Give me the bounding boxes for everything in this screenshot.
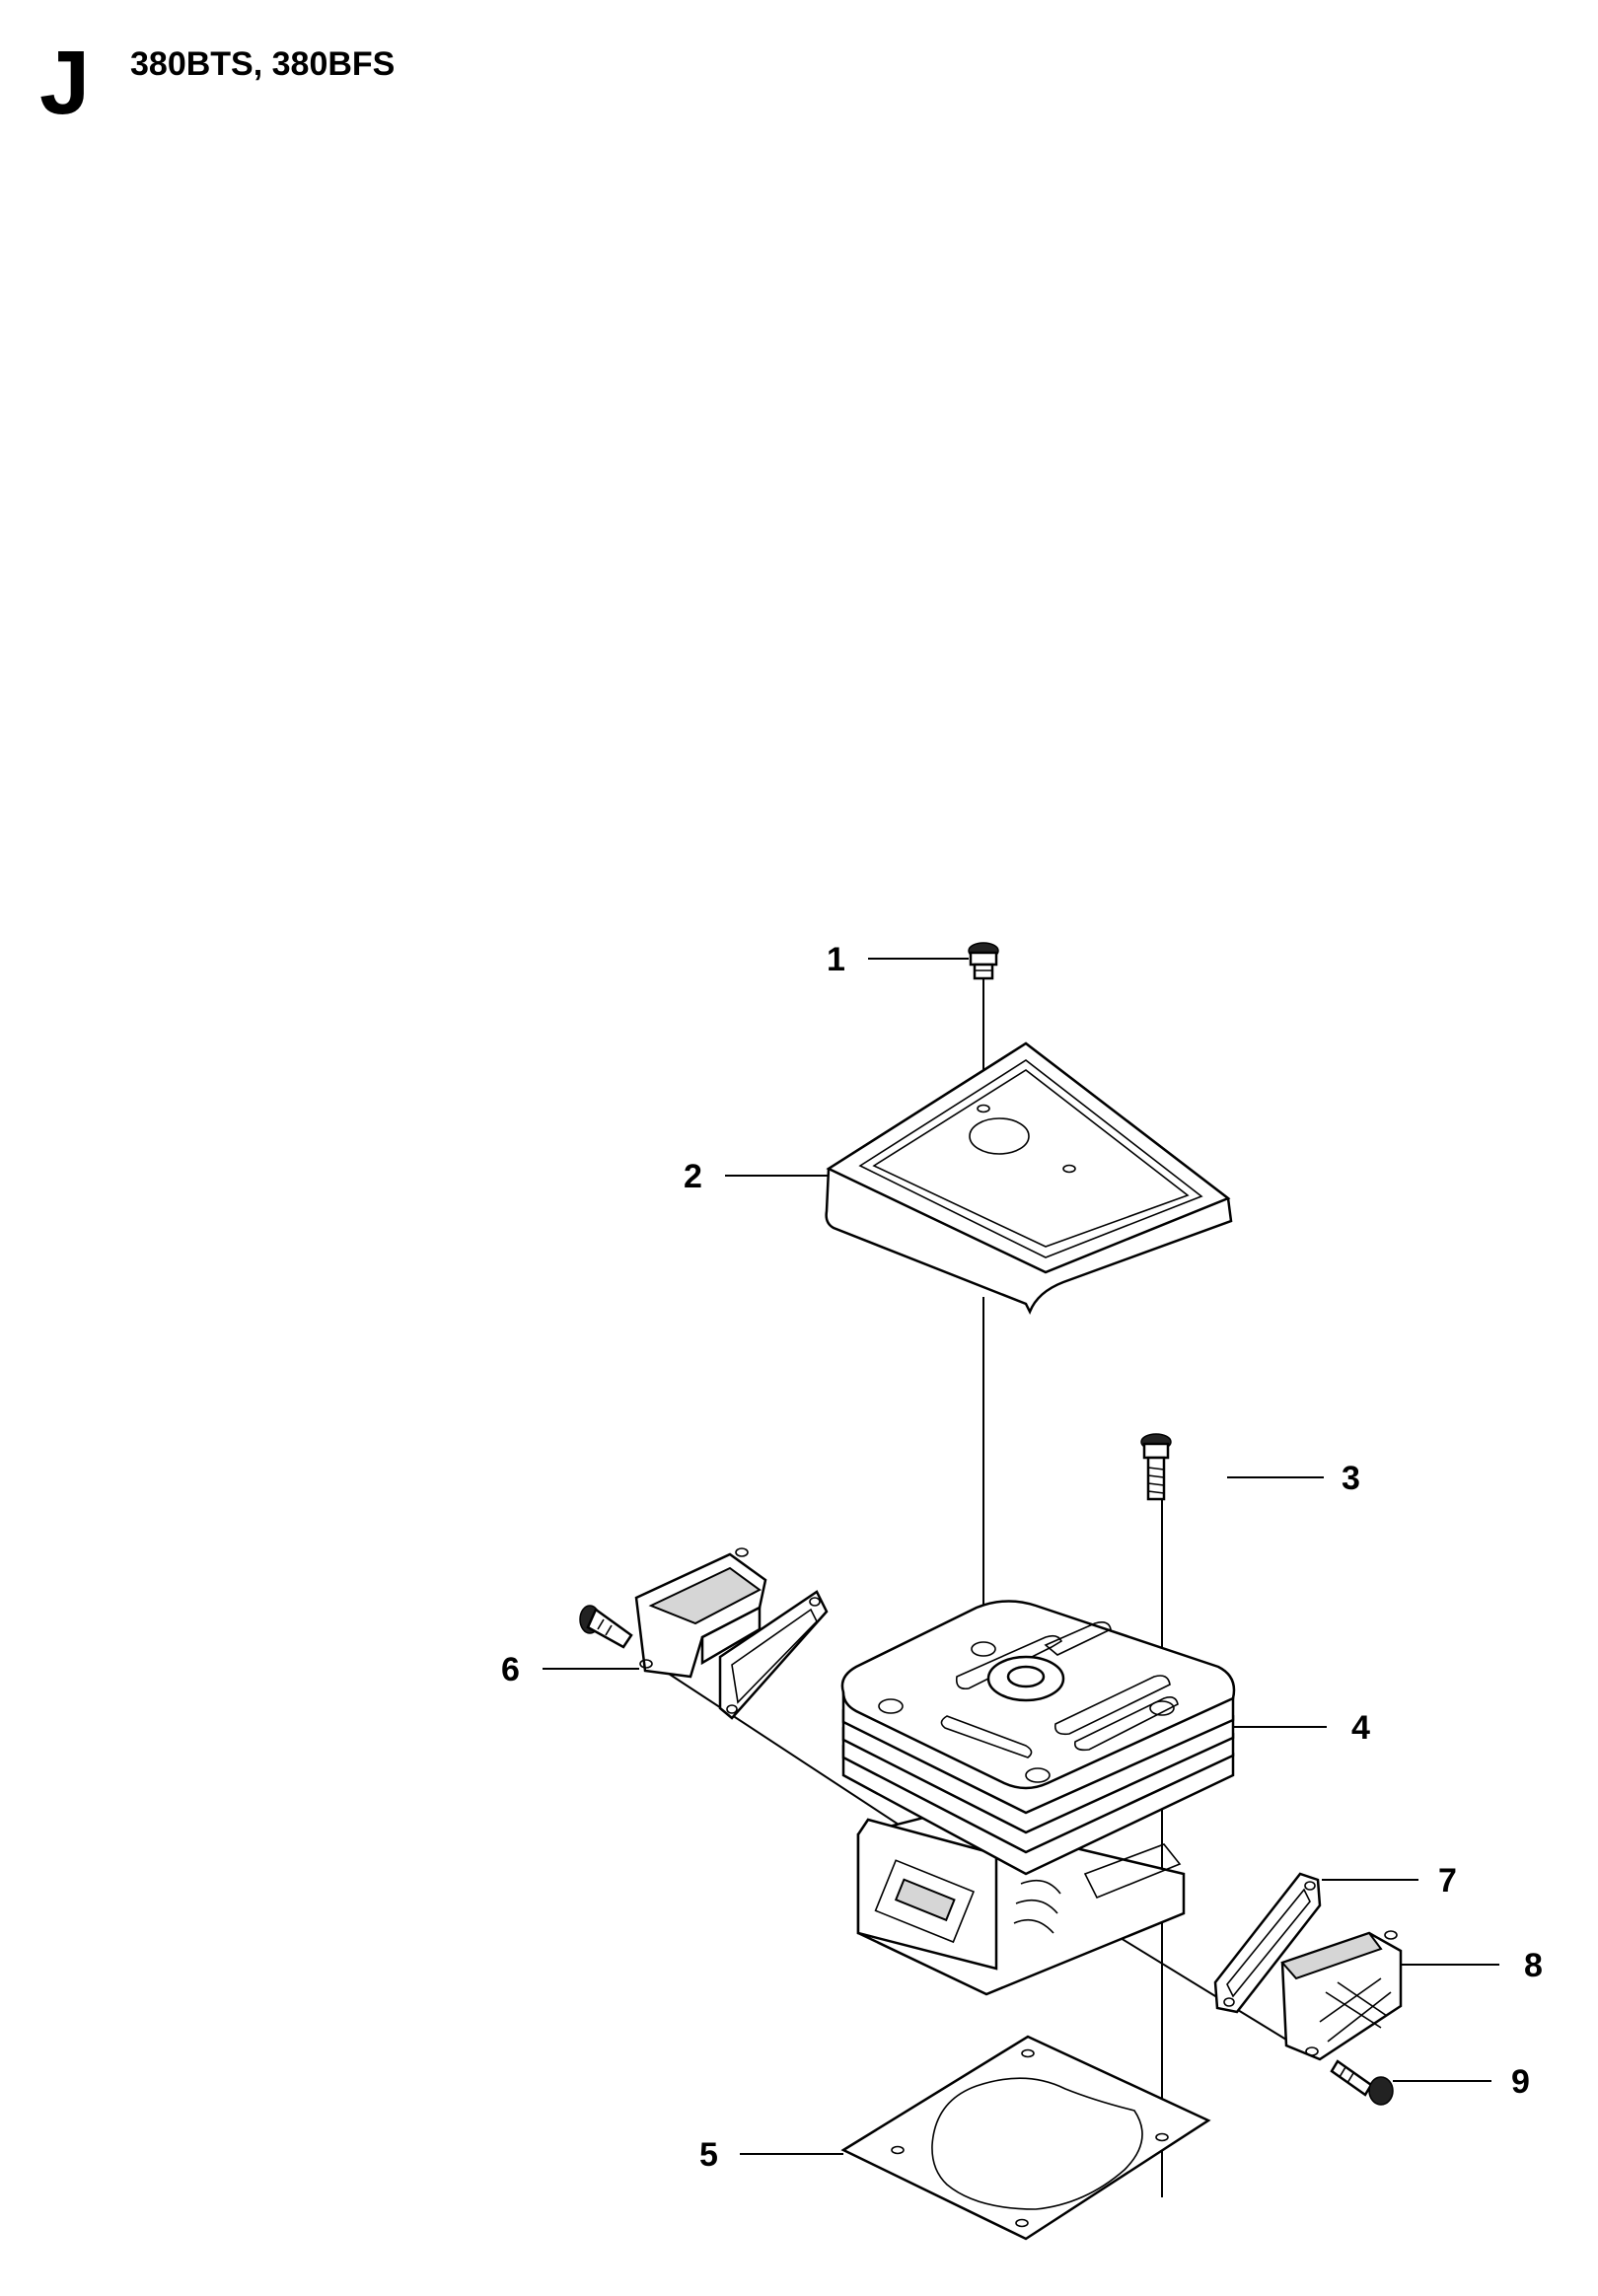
part-3-bolt	[1140, 1433, 1172, 1501]
callout-5: 5	[699, 2136, 718, 2174]
part-1-screw	[968, 942, 999, 980]
model-title: 380BTS, 380BFS	[130, 45, 396, 83]
callout-8: 8	[1524, 1947, 1543, 1984]
section-letter: J	[39, 33, 91, 133]
part-5-base-gasket	[840, 2035, 1211, 2241]
callout-9: 9	[1511, 2063, 1530, 2101]
part-6-screw	[579, 1605, 633, 1649]
callout-3: 3	[1342, 1460, 1360, 1497]
part-9-screw	[1330, 2059, 1394, 2106]
left-gasket	[718, 1590, 829, 1720]
left-flange-block	[634, 1547, 767, 1679]
callout-2: 2	[684, 1158, 702, 1195]
part-4-cylinder	[840, 1600, 1236, 1996]
callout-7: 7	[1438, 1862, 1457, 1900]
part-8-flange	[1280, 1930, 1403, 2061]
callout-1: 1	[827, 941, 845, 978]
leader-lines	[543, 958, 1499, 2155]
part-2-cover-plate	[825, 1041, 1233, 1316]
part-7-gasket	[1213, 1872, 1322, 2014]
callout-6: 6	[501, 1651, 520, 1688]
callout-4: 4	[1351, 1709, 1370, 1747]
